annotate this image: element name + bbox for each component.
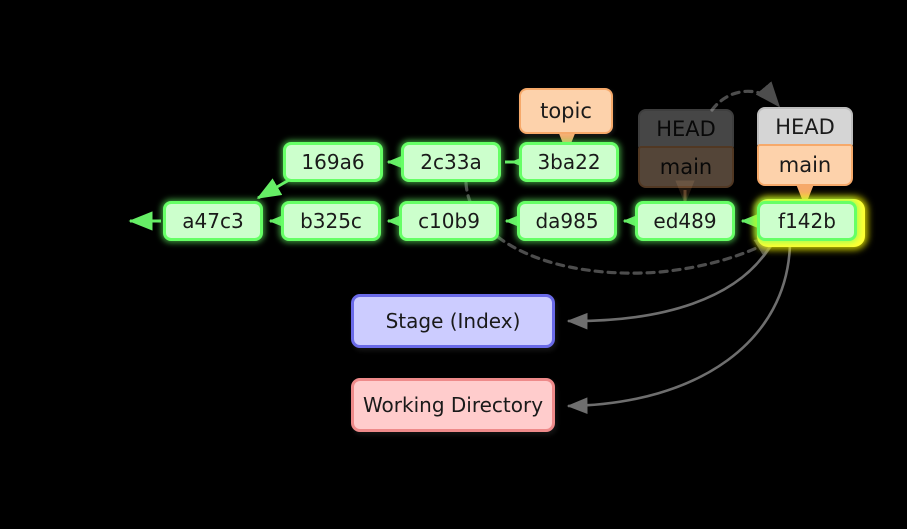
commit-label: 3ba22: [537, 150, 601, 174]
head-label-text: HEAD: [656, 117, 716, 141]
commit-label: f142b: [778, 209, 836, 233]
head-stack-current[interactable]: HEAD main: [757, 107, 853, 186]
head-label-previous: HEAD: [638, 109, 734, 149]
commit-node-a47c3[interactable]: a47c3: [163, 201, 263, 241]
head-stack-previous: HEAD main: [638, 109, 734, 188]
stage-index-label: Stage (Index): [385, 309, 521, 333]
branch-label-main-previous: main: [638, 146, 734, 188]
working-directory-label: Working Directory: [362, 393, 544, 417]
commit-label: da985: [535, 209, 599, 233]
commit-node-3ba22[interactable]: 3ba22: [519, 142, 619, 182]
commit-label: a47c3: [182, 209, 244, 233]
commit-node-c10b9[interactable]: c10b9: [399, 201, 499, 241]
edge-f142b-to-stage: [566, 242, 774, 330]
branch-label-text: main: [659, 155, 713, 179]
stage-index-box[interactable]: Stage (Index): [351, 294, 555, 348]
edge-f142b-to-workdir: [566, 242, 792, 415]
commit-node-2c33a[interactable]: 2c33a: [401, 142, 501, 182]
commit-node-b325c[interactable]: b325c: [281, 201, 381, 241]
commit-node-f142b[interactable]: f142b: [757, 201, 857, 241]
head-label-text: HEAD: [775, 115, 835, 139]
branch-label-topic[interactable]: topic: [519, 88, 613, 134]
edge-169a6-to-a47c3: [256, 178, 290, 200]
commit-node-da985[interactable]: da985: [517, 201, 617, 241]
commit-node-ed489[interactable]: ed489: [635, 201, 735, 241]
branch-label-text: main: [778, 153, 832, 177]
commit-label: b325c: [300, 209, 362, 233]
working-directory-box[interactable]: Working Directory: [351, 378, 555, 432]
commit-label: 2c33a: [420, 150, 482, 174]
head-label-current[interactable]: HEAD: [757, 107, 853, 147]
branch-label-main-current[interactable]: main: [757, 144, 853, 186]
branch-label-text: topic: [540, 99, 592, 123]
commit-label: 169a6: [301, 150, 365, 174]
commit-label: ed489: [653, 209, 717, 233]
commit-label: c10b9: [418, 209, 480, 233]
commit-node-169a6[interactable]: 169a6: [283, 142, 383, 182]
